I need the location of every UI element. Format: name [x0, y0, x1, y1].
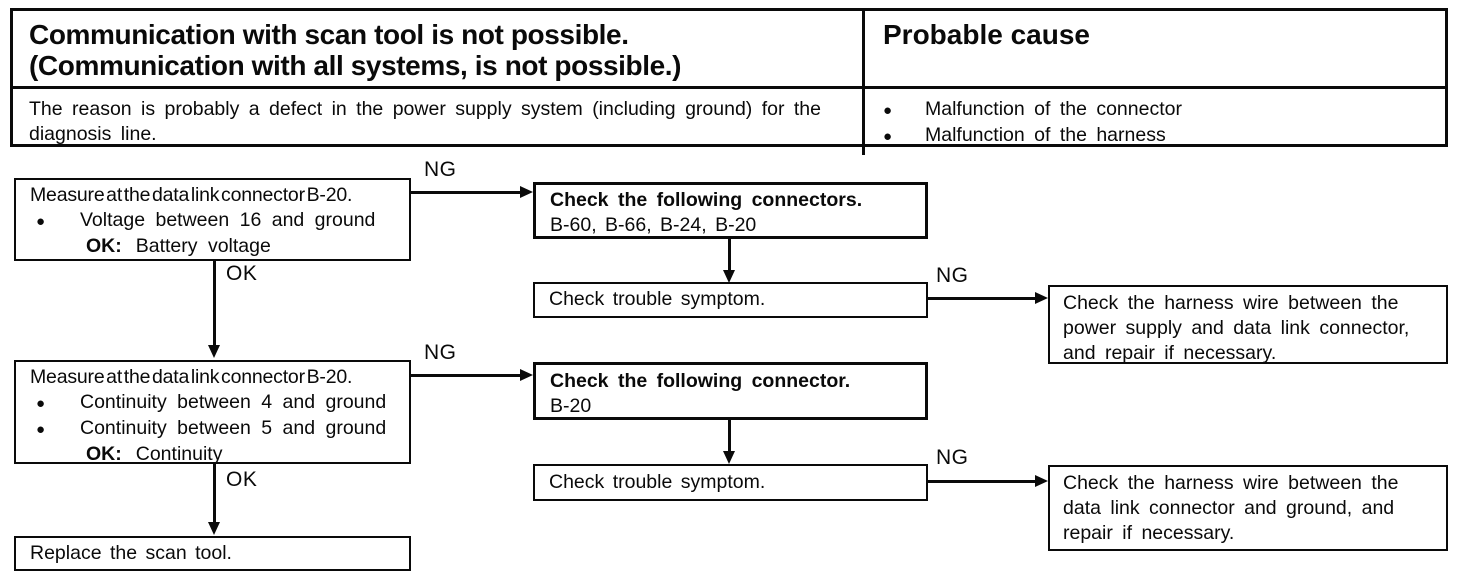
arrow-right-icon [520, 369, 533, 381]
arrow-down-icon [723, 451, 735, 464]
check-connectors-detail: B-60, B-66, B-24, B-20 [550, 214, 757, 236]
flow-box-check-connectors: Check the following connectors. B-60, B-… [533, 182, 928, 239]
flow-box-measure-voltage: Measure at the data link connector B-20.… [14, 178, 411, 261]
edge-label-ng-4: NG [936, 446, 969, 469]
arrow-down-icon [208, 522, 220, 535]
ok-key: OK: [86, 235, 122, 257]
connector-line [213, 261, 216, 347]
arrow-down-icon [723, 270, 735, 283]
edge-label-ok-2: OK [226, 468, 258, 491]
edge-label-ng-3: NG [424, 341, 457, 364]
ok-criteria: OK: Continuity [30, 442, 401, 467]
symptom-title-line2: (Communication with all systems, is not … [29, 50, 682, 81]
probable-cause-list: ● Malfunction of the connector ● Malfunc… [865, 89, 1445, 155]
connector-line [213, 464, 216, 524]
check-connector-title: Check the following connector. [550, 370, 851, 392]
repair-instruction: Check the harness wire between the power… [1063, 292, 1410, 364]
flow-box-replace-scan-tool: Replace the scan tool. [14, 536, 411, 571]
flow-box-repair-ground-harness: Check the harness wire between the data … [1048, 465, 1448, 551]
repair-instruction: Check the harness wire between the data … [1063, 472, 1399, 544]
flow-box-check-trouble-symptom-2: Check trouble symptom. [533, 464, 928, 501]
ok-value: Continuity [135, 443, 223, 465]
list-item: ● Malfunction of the harness [883, 123, 1429, 149]
list-item: ● Voltage between 16 and ground [30, 208, 401, 234]
arrow-right-icon [520, 186, 533, 198]
flow-box-check-connector: Check the following connector. B-20 [533, 362, 928, 420]
replace-text: Replace the scan tool. [30, 542, 232, 564]
connector-line [728, 239, 731, 272]
bullet-icon: ● [883, 102, 893, 119]
connector-line [928, 297, 1036, 300]
measure-step: Voltage between 16 and ground [80, 209, 376, 231]
symptom-reason: The reason is probably a defect in the p… [13, 89, 865, 155]
arrow-right-icon [1035, 292, 1048, 304]
measure-step: Continuity between 4 and ground [80, 391, 387, 413]
edge-label-ok-1: OK [226, 262, 258, 285]
list-item: ● Malfunction of the connector [883, 97, 1429, 123]
bullet-icon: ● [36, 213, 46, 230]
edge-label-ng-2: NG [936, 264, 969, 287]
list-item: ● Continuity between 5 and ground [30, 416, 401, 442]
edge-label-ng-1: NG [424, 158, 457, 181]
check-connector-detail: B-20 [550, 395, 592, 417]
symptom-title: Communication with scan tool is not poss… [13, 11, 865, 89]
measure-step: Continuity between 5 and ground [80, 417, 387, 439]
connector-line [928, 480, 1036, 483]
measure-title: Measure at the data link connector B-20. [30, 366, 353, 388]
trouble-symptom-table: Communication with scan tool is not poss… [10, 8, 1448, 155]
connector-line [728, 420, 731, 453]
bullet-icon: ● [36, 395, 46, 412]
check-connectors-title: Check the following connectors. [550, 189, 863, 211]
bullet-icon: ● [36, 421, 46, 438]
list-item: ● Continuity between 4 and ground [30, 390, 401, 416]
cause-text: Malfunction of the harness [925, 124, 1166, 146]
measure-title: Measure at the data link connector B-20. [30, 184, 353, 206]
arrow-down-icon [208, 345, 220, 358]
connector-line [411, 191, 522, 194]
connector-line [411, 374, 522, 377]
trouble-symptom-text: Check trouble symptom. [549, 288, 766, 310]
symptom-title-line1: Communication with scan tool is not poss… [29, 19, 629, 50]
flow-box-measure-continuity: Measure at the data link connector B-20.… [14, 360, 411, 467]
flow-box-repair-power-harness: Check the harness wire between the power… [1048, 285, 1448, 364]
bullet-icon: ● [883, 128, 893, 145]
probable-cause-header: Probable cause [865, 11, 1445, 89]
ok-criteria: OK: Battery voltage [30, 234, 401, 259]
ok-value: Battery voltage [135, 235, 271, 257]
arrow-right-icon [1035, 475, 1048, 487]
ok-key: OK: [86, 443, 122, 465]
cause-text: Malfunction of the connector [925, 98, 1182, 120]
trouble-symptom-text: Check trouble symptom. [549, 471, 766, 493]
flow-box-check-trouble-symptom-1: Check trouble symptom. [533, 282, 928, 318]
